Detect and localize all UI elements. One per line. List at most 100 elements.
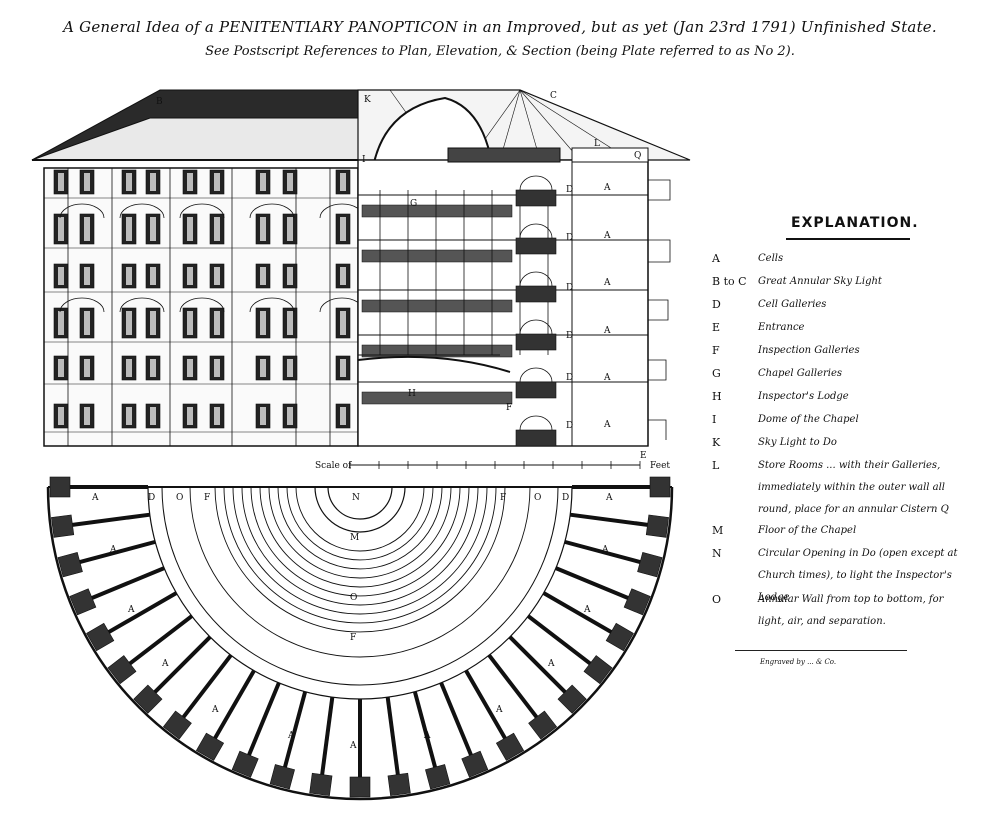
explanation-text: Floor of the Chapel — [758, 525, 857, 536]
elevation-window-pane — [340, 407, 346, 425]
section-cell-galleries — [515, 175, 557, 447]
elevation-window-pane — [260, 407, 266, 425]
label-a-p12: A — [583, 605, 591, 615]
elevation-window-pane — [84, 217, 90, 241]
scale-bar — [349, 461, 641, 469]
label-d-p1: D — [148, 493, 155, 503]
plan-pier — [623, 588, 651, 616]
label-a-s6: A — [603, 420, 611, 430]
scale-label-left: Scale of — [315, 461, 352, 471]
plate-title: A General Idea of a PENITENTIARY PANOPTI… — [63, 18, 937, 36]
label-b: B — [156, 97, 163, 107]
label-d-5: D — [566, 373, 573, 383]
section-gallery-rail — [361, 204, 513, 218]
label-a-s2: A — [603, 231, 611, 241]
label-a-p2: A — [605, 493, 613, 503]
plan-pier — [69, 588, 97, 616]
section-cell-rail — [515, 381, 557, 399]
elevation-window-pane — [214, 311, 220, 335]
explanation-text: Chapel Galleries — [758, 368, 843, 379]
label-a-p7: A — [287, 731, 295, 741]
section-cell-rail — [515, 429, 557, 447]
label-d-6: D — [566, 421, 573, 431]
plan-pier — [583, 655, 613, 685]
elevation-window-pane — [287, 407, 293, 425]
section-cell-rail — [515, 333, 557, 351]
plan-ring — [295, 486, 425, 552]
elevation-window-pane — [187, 217, 193, 241]
elevation-window-pane — [150, 217, 156, 241]
elevation-window-pane — [340, 267, 346, 285]
plan-ring — [250, 486, 470, 597]
explanation-key: H — [712, 390, 722, 403]
elevation-window-pane — [287, 311, 293, 335]
explanation-text: Great Annular Sky Light — [758, 276, 882, 287]
elevation-window-pane — [58, 217, 64, 241]
elevation-window-pane — [340, 217, 346, 241]
explanation-key: E — [712, 321, 721, 334]
elevation — [31, 89, 365, 447]
label-m: M — [350, 533, 359, 543]
plan-pier — [605, 622, 634, 652]
explanation-text: Circular Opening in Do (open except at C… — [758, 548, 958, 603]
explanation-key: K — [712, 436, 721, 449]
elevation-window-arch — [59, 297, 105, 313]
elevation-window-arch — [119, 297, 165, 313]
elevation-window-pane — [126, 359, 132, 377]
elevation-window-pane — [126, 217, 132, 241]
plan-pier — [387, 772, 411, 796]
plan-ring — [259, 486, 461, 588]
engraver-signature: Engraved by ... & Co. — [760, 658, 837, 666]
explanation-heading: EXPLANATION. — [791, 215, 919, 231]
label-d-2: D — [566, 233, 573, 243]
plan-ring — [268, 486, 452, 579]
elevation-window-pane — [126, 267, 132, 285]
plan-ring — [314, 486, 406, 533]
label-a-p11: A — [547, 659, 555, 669]
explanation-key: M — [712, 524, 724, 537]
elevation-window-pane — [287, 217, 293, 241]
elevation-window-pane — [84, 407, 90, 425]
elevation-window-pane — [214, 407, 220, 425]
label-a-s1: A — [603, 183, 611, 193]
elevation-window-arch — [179, 297, 225, 313]
section-cell-arch — [519, 319, 553, 335]
explanation-text: Sky Light to Do — [758, 437, 837, 448]
elevation-windows — [44, 169, 365, 433]
plan-pier — [107, 655, 137, 685]
elevation-window-pane — [84, 173, 90, 191]
label-a-p5: A — [161, 659, 169, 669]
elevation-window-arch — [249, 297, 295, 313]
elevation-window-pane — [58, 311, 64, 335]
section-cell-arch — [519, 175, 553, 191]
explanation-text: Dome of the Chapel — [758, 414, 859, 425]
explanation-key: N — [712, 547, 722, 560]
elevation-window-pane — [84, 267, 90, 285]
explanation-text: Annular Wall from top to bottom, for lig… — [758, 594, 944, 627]
label-a-s4: A — [603, 326, 611, 336]
plan-pier — [195, 732, 225, 761]
section-cell-rail — [515, 237, 557, 255]
label-d-p2: D — [562, 493, 569, 503]
section-cell-arch — [519, 367, 553, 383]
label-a-p4: A — [127, 605, 135, 615]
label-a-p9: A — [423, 731, 431, 741]
plan-outer-wall — [46, 486, 674, 801]
label-c: C — [550, 91, 557, 101]
section-cell-arch — [519, 223, 553, 239]
plan-cell-ring-inner — [147, 486, 573, 700]
plan-ring — [286, 486, 434, 561]
plan — [46, 476, 674, 801]
elevation-window-pane — [340, 173, 346, 191]
plan-ring — [241, 486, 479, 606]
label-a-p1: A — [91, 493, 99, 503]
plan-cell-partitions — [49, 476, 671, 798]
elevation-window-pane — [84, 359, 90, 377]
elevation-window-arch — [59, 203, 105, 219]
plan-inspection-gallery — [161, 486, 559, 686]
plan-ring — [223, 486, 497, 624]
elevation-window-pane — [214, 267, 220, 285]
section-cell-arch — [519, 271, 553, 287]
elevation-window-pane — [260, 311, 266, 335]
